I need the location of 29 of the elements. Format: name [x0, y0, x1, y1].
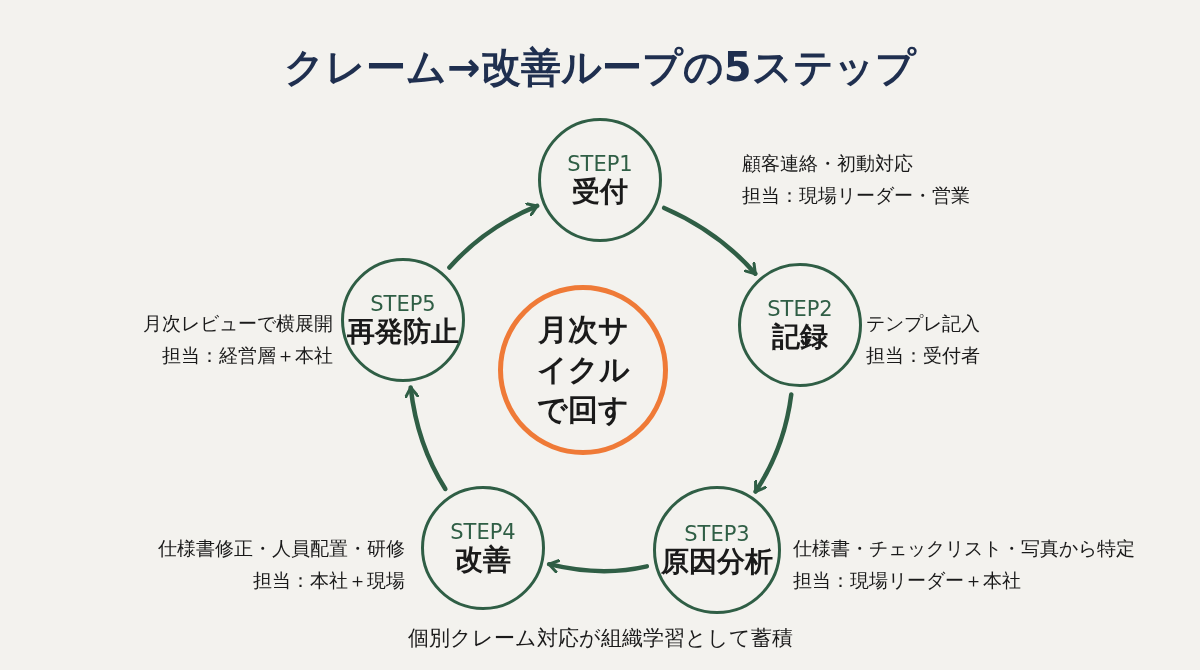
arrow	[661, 205, 758, 276]
step-label: STEP3	[684, 522, 750, 546]
description-text: テンプレ記入	[866, 312, 980, 334]
description-text: 担当：経営層＋本社	[162, 344, 333, 366]
description-text: 月次レビューで横展開	[143, 312, 333, 334]
footer-note: 個別クレーム対応が組織学習として蓄積	[406, 625, 794, 652]
step-label: STEP5	[370, 292, 436, 316]
step-name: 再発防止	[347, 316, 459, 348]
arrow	[753, 392, 794, 494]
step-name: 改善	[455, 544, 511, 576]
step-name: 記録	[772, 321, 828, 353]
step-name: 受付	[572, 176, 628, 208]
hand-drawn-circle	[498, 285, 668, 455]
step-name: 原因分析	[661, 546, 773, 578]
description-text: 担当：現場リーダー＋本社	[793, 569, 1021, 591]
description-text: 担当：本社＋現場	[253, 569, 405, 591]
arrow	[404, 385, 448, 492]
description-text: 仕様書・チェックリスト・写真から特定	[793, 537, 1135, 559]
description-text: 顧客連絡・初動対応	[742, 152, 913, 174]
description-text: 担当：現場リーダー・営業	[742, 184, 970, 206]
description-text: 担当：受付者	[866, 344, 980, 366]
arrow	[546, 558, 650, 574]
center-text: 月次サイクルで回す	[535, 311, 631, 429]
step-label: STEP4	[450, 520, 516, 544]
arrow	[447, 202, 540, 270]
description-text: 仕様書修正・人員配置・研修	[158, 537, 405, 559]
step-label: STEP1	[567, 152, 633, 176]
title: クレーム→改善ループの5ステップ	[283, 43, 918, 92]
step-label: STEP2	[767, 297, 833, 321]
